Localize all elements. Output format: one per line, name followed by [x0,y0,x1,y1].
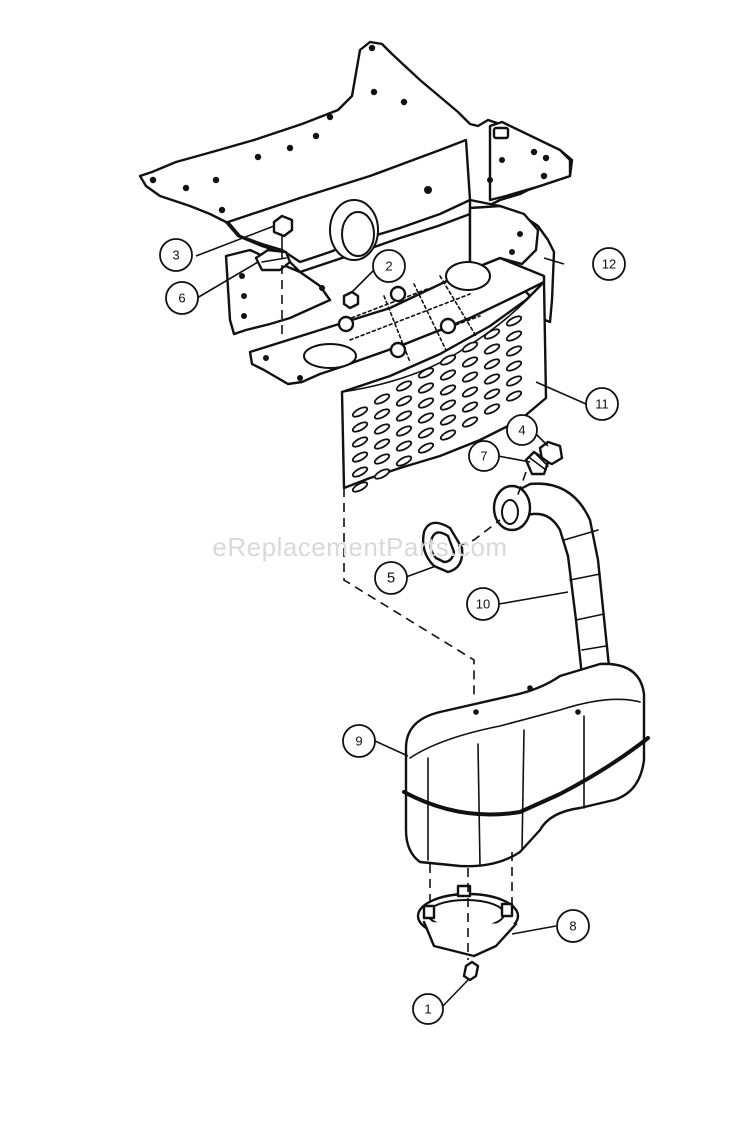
screw-1 [462,960,480,982]
louver-slot [351,421,369,433]
callout-2-label: 2 [385,259,392,274]
louver-slot [439,399,457,411]
callout-11: 11 [585,387,619,421]
louver-slot [351,451,369,463]
louver-slot [417,367,435,379]
louver-slot [395,395,413,407]
louver-slot [461,356,479,368]
louver-slot [505,375,523,387]
callout-6-label: 6 [178,291,185,306]
callout-1: 1 [412,993,444,1025]
louver-slot [483,328,501,340]
callout-1-label: 1 [424,1002,431,1017]
louver-slot [461,401,479,413]
callout-11-label: 11 [595,397,609,412]
louver-slot [439,384,457,396]
louver-slot [417,382,435,394]
louver-slot [351,481,369,493]
louver-slot [417,427,435,439]
louver-slot [505,330,523,342]
alignment-lines [281,250,527,960]
louver-slot [505,315,523,327]
louver-slot [505,360,523,372]
callout-7-label: 7 [480,449,487,464]
louver-slot [417,442,435,454]
spring-washer-7 [524,450,550,476]
callout-8-label: 8 [569,919,576,934]
louver-slot [373,393,391,405]
heat-shield [248,204,548,493]
mounting-bracket [138,40,574,336]
watermark-text: eReplacementParts.com [212,532,507,562]
louver-slot [483,388,501,400]
callout-12-label: 12 [602,257,616,272]
louver-slot [505,345,523,357]
callout-7: 7 [468,440,500,472]
louver-slot [351,406,369,418]
callout-3-label: 3 [172,248,179,263]
louver-slot [439,429,457,441]
louver-slot [351,466,369,478]
callout-4: 4 [506,414,538,446]
louver-slot [483,343,501,355]
callout-9-label: 9 [355,734,362,749]
screw-2 [342,290,360,310]
louver-slot [439,369,457,381]
louver-slot [505,390,523,402]
callout-2: 2 [372,249,406,283]
callout-12: 12 [592,247,626,281]
louver-slot [373,468,391,480]
clamp-6 [254,248,292,272]
louver-slot [395,440,413,452]
louver-slot [461,371,479,383]
louver-slot [461,341,479,353]
louver-slot [439,354,457,366]
louver-slot [395,425,413,437]
callout-10: 10 [466,587,500,621]
louver-slot [351,436,369,448]
louver-slot [483,373,501,385]
leader-lines [195,225,587,1009]
louver-slot [395,455,413,467]
louver-slot [439,414,457,426]
louver-slot [373,438,391,450]
callout-8: 8 [556,909,590,943]
louver-slot [373,423,391,435]
callout-9: 9 [342,724,376,758]
louver-slot [373,453,391,465]
exhaust-pipe [492,482,612,682]
callout-4-label: 4 [518,423,525,438]
callout-6: 6 [165,281,199,315]
callout-5: 5 [374,561,408,595]
louver-slot [395,380,413,392]
callout-5-label: 5 [387,570,395,587]
louver-slot [395,410,413,422]
callout-3: 3 [159,238,193,272]
louver-slot [417,412,435,424]
louver-slot [373,408,391,420]
hex-bolt-3 [272,214,294,251]
louver-slot [461,416,479,428]
gasket [421,521,464,574]
louver-slot [461,386,479,398]
callout-10-label: 10 [476,597,490,612]
louver-slot [483,403,501,415]
louver-slot [417,397,435,409]
muffler [402,662,650,868]
louver-slot [483,358,501,370]
